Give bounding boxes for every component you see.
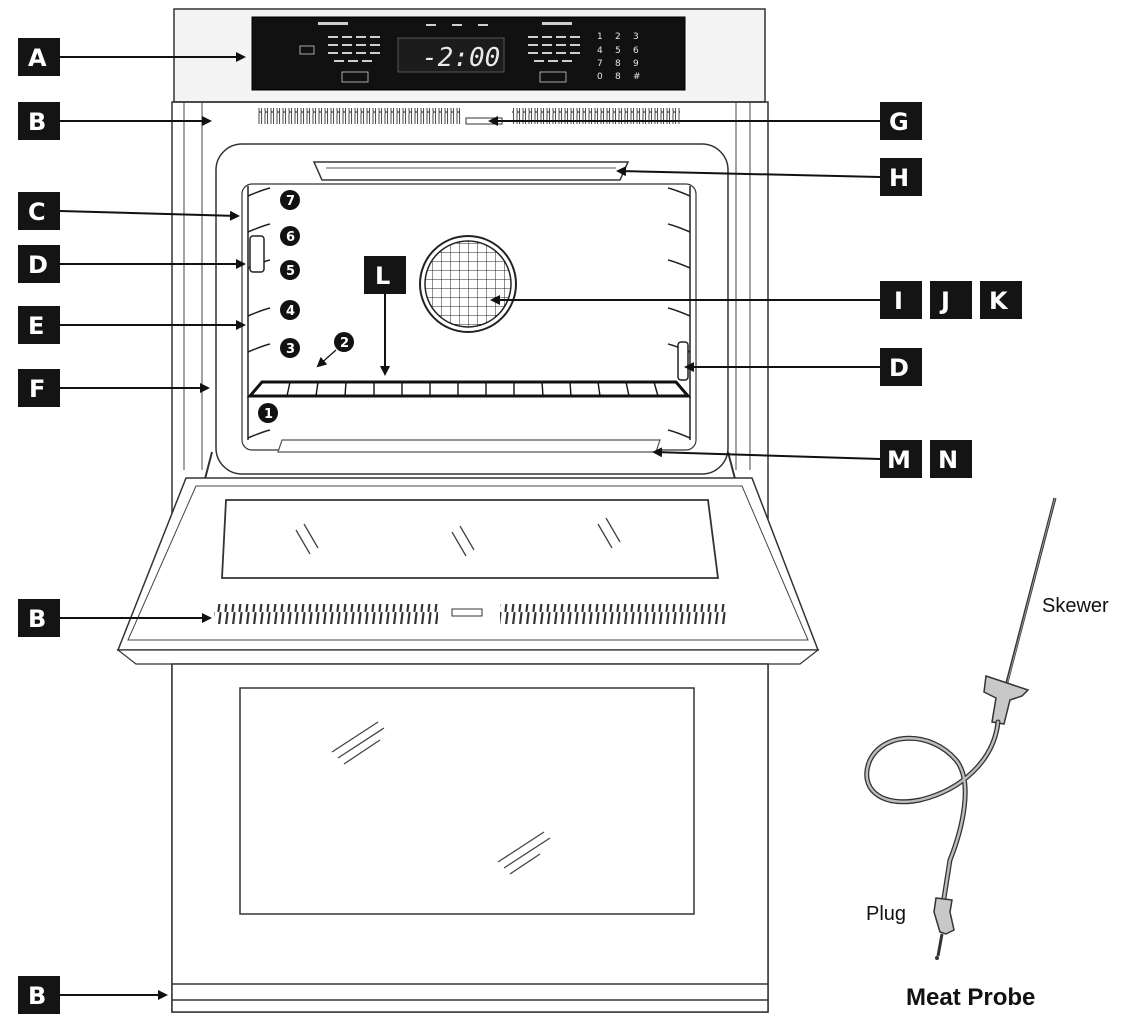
keypad-key[interactable]: 8 (615, 72, 621, 82)
left-rack-guides (247, 186, 271, 440)
panel-right-controls[interactable] (528, 22, 580, 83)
callout-b-top: B (28, 108, 46, 136)
oven-rack (246, 380, 692, 398)
plug-label: Plug (866, 903, 906, 925)
keypad-key[interactable]: 0 (597, 72, 603, 82)
callout-l: L (375, 262, 390, 290)
callout-i: I (894, 287, 903, 315)
meat-probe-title: Meat Probe (906, 984, 1035, 1011)
oven-body: -2:00 1 2 3 4 5 6 (116, 8, 820, 1013)
keypad-key[interactable]: 4 (597, 46, 603, 56)
rack-number: 1 (264, 407, 273, 422)
timer-display-window (397, 37, 505, 73)
callout-b-door: B (28, 605, 46, 633)
rack-number: 5 (286, 264, 295, 279)
probe-plug (933, 897, 955, 935)
callout-n: N (938, 446, 958, 474)
rack-number: 4 (286, 304, 295, 319)
callout-f: F (29, 375, 45, 403)
top-vent-left (258, 108, 462, 124)
rack-number: 6 (286, 230, 295, 245)
rack-number: 3 (286, 342, 295, 357)
panel-top-indicators (426, 24, 488, 26)
keypad-key[interactable]: 9 (633, 59, 639, 69)
rack-marker (280, 338, 300, 358)
keypad-key[interactable]: 3 (633, 32, 639, 42)
skewer-label: Skewer (1042, 595, 1109, 617)
broil-element (312, 161, 630, 181)
keypad-key[interactable]: 5 (615, 46, 621, 56)
door-window (221, 499, 720, 579)
callout-j: J (939, 287, 950, 315)
right-rack-guides (667, 186, 691, 440)
keypad-key[interactable]: 7 (597, 59, 603, 69)
door-latch (451, 608, 483, 617)
meat-probe: Skewer Plug Meat Probe (864, 497, 1109, 1011)
callout-h: H (889, 164, 909, 192)
callout-labels: A B C D E F B B G H I J K D M N L (18, 38, 1022, 1014)
keypad-key[interactable]: 1 (597, 32, 603, 42)
callout-e: E (28, 312, 44, 340)
bake-element (277, 439, 661, 453)
panel-left-controls[interactable] (299, 22, 380, 83)
rack-marker (258, 403, 278, 423)
rack-position-markers: 1 2 3 4 5 6 7 (258, 190, 354, 423)
rack-number: 2 (340, 336, 349, 351)
door-vent-left (214, 604, 438, 624)
rack-marker (280, 226, 300, 246)
rack-marker (280, 300, 300, 320)
probe-handle (983, 674, 1030, 725)
rack-marker (280, 190, 300, 210)
door-vent-right (500, 604, 728, 624)
rack-marker (334, 332, 354, 352)
callout-g: G (889, 108, 909, 136)
keypad[interactable]: 1 2 3 4 5 6 7 8 9 0 8 # (597, 32, 641, 82)
callout-d-left: D (28, 251, 48, 279)
rack-number: 7 (286, 194, 295, 209)
callout-c: C (28, 198, 46, 226)
callout-k: K (989, 287, 1009, 315)
callout-a: A (28, 44, 47, 72)
callout-b-bottom: B (28, 982, 46, 1010)
callout-arrows (59, 52, 881, 1000)
callout-m: M (887, 446, 911, 474)
rack-marker (280, 260, 300, 280)
convection-fan (419, 235, 517, 333)
keypad-key[interactable]: 6 (633, 46, 639, 56)
lower-oven-window (239, 687, 695, 915)
probe-cord (864, 719, 1001, 901)
callout-d-right: D (889, 354, 909, 382)
keypad-key[interactable]: # (633, 72, 641, 82)
timer-display: -2:00 (422, 43, 500, 73)
keypad-key[interactable]: 8 (615, 59, 621, 69)
keypad-key[interactable]: 2 (615, 32, 621, 42)
